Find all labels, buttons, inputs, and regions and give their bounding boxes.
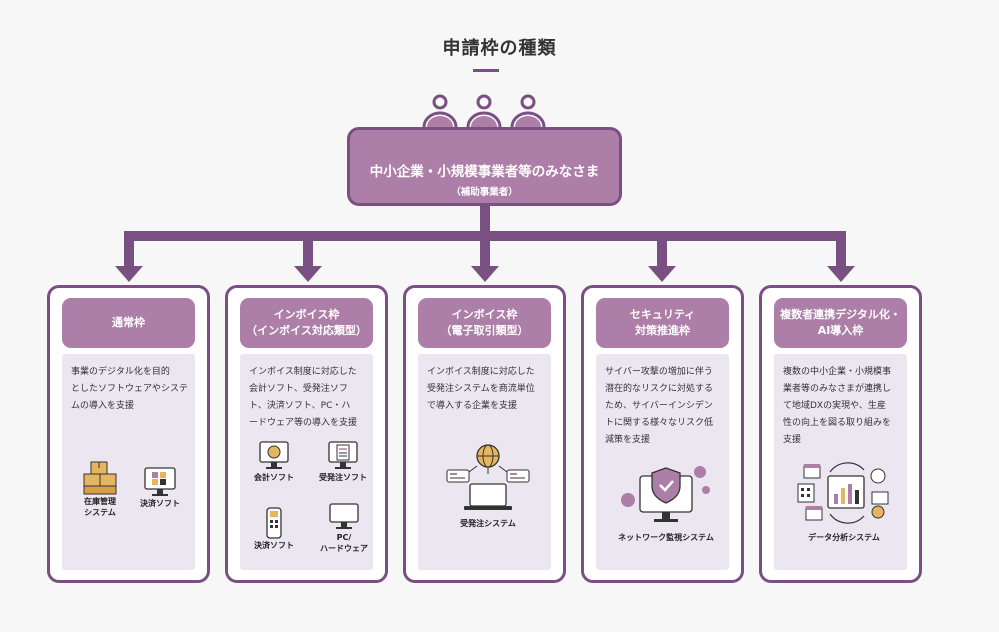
shield-monitor-icon: [621, 466, 710, 522]
pc-icon: [329, 503, 359, 529]
card-description: サイバー攻撃の増加に伴う 潜在的なリスクに対処する ため、サイバーインシデン ト…: [605, 367, 714, 445]
card-heading: セキュリティ 対策推進枠: [596, 298, 729, 348]
arrow-2: [294, 266, 322, 282]
item-order-system: 受発注システム: [438, 442, 538, 529]
card-body: サイバー攻撃の増加に伴う 潜在的なリスクに対処する ため、サイバーインシデン ト…: [596, 354, 729, 570]
item-order-software: 受発注ソフト: [310, 440, 376, 483]
card-terminal-icon: [266, 507, 282, 539]
item-data-analysis: データ分析システム: [784, 462, 904, 543]
card-heading: インボイス枠 （電子取引類型）: [418, 298, 551, 348]
globe-laptop-icon: [446, 444, 530, 510]
card-heading: 複数者連携デジタル化・ AI導入枠: [774, 298, 907, 348]
arrow-1: [115, 266, 143, 282]
card-body: インボイス制度に対応した 受発注システムを商流単位 で導入する企業を支援: [418, 354, 551, 570]
card-invoice-type: インボイス枠 （インボイス対応類型） インボイス制度に対応した 会計ソフト、受発…: [225, 285, 388, 583]
item-network-monitoring: ネットワーク監視システム: [606, 462, 726, 543]
title-underline: [473, 69, 499, 72]
arrow-5: [827, 266, 855, 282]
accounting-icon: [259, 441, 289, 469]
data-analysis-icon: [797, 462, 889, 524]
item-payment: 決済ソフト: [244, 506, 304, 551]
order-document-icon: [328, 441, 358, 469]
item-pc-hardware: PC/ ハードウェア: [314, 502, 374, 554]
card-heading: インボイス枠 （インボイス対応類型）: [240, 298, 373, 348]
page-title: 申請枠の種類: [442, 38, 557, 59]
card-description: 事業のデジタル化を目的 としたソフトウェアやシステ ムの導入を支援: [71, 367, 189, 411]
card-body: インボイス制度に対応した 会計ソフト、受発注ソフ ト、決済ソフト、PC・ハ ード…: [240, 354, 373, 570]
card-description: 複数の中小企業・小規模事 業者等のみなさまが連携し て地域DXの実現や、生産 性…: [783, 367, 892, 445]
card-regular: 通常枠 事業のデジタル化を目的 としたソフトウェアやシステ ムの導入を支援 在庫…: [47, 285, 210, 583]
card-multi-ai: 複数者連携デジタル化・ AI導入枠 複数の中小企業・小規模事 業者等のみなさまが…: [759, 285, 922, 583]
arrow-3: [471, 266, 499, 282]
item-payment: 決済ソフト: [134, 466, 186, 509]
item-accounting: 会計ソフト: [244, 440, 304, 483]
hub-box: 中小企業・小規模事業者等のみなさま （補助事業者）: [347, 127, 622, 206]
card-body: 事業のデジタル化を目的 としたソフトウェアやシステ ムの導入を支援 在庫管理 シ…: [62, 354, 195, 570]
payment-monitor-icon: [144, 467, 176, 496]
card-body: 複数の中小企業・小規模事 業者等のみなさまが連携し て地域DXの実現や、生産 性…: [774, 354, 907, 570]
card-description: インボイス制度に対応した 会計ソフト、受発注ソフ ト、決済ソフト、PC・ハ ード…: [249, 367, 358, 428]
card-security: セキュリティ 対策推進枠 サイバー攻撃の増加に伴う 潜在的なリスクに対処する た…: [581, 285, 744, 583]
hub-subtitle: （補助事業者）: [451, 187, 518, 198]
item-inventory: 在庫管理 システム: [76, 460, 124, 518]
arrow-4: [648, 266, 676, 282]
connector-tree: [115, 205, 855, 282]
card-invoice-etrade: インボイス枠 （電子取引類型） インボイス制度に対応した 受発注システムを商流単…: [403, 285, 566, 583]
hub-title: 中小企業・小規模事業者等のみなさま: [369, 164, 600, 180]
card-description: インボイス制度に対応した 受発注システムを商流単位 で導入する企業を支援: [427, 367, 535, 411]
card-heading: 通常枠: [62, 298, 195, 348]
boxes-icon: [83, 461, 117, 495]
